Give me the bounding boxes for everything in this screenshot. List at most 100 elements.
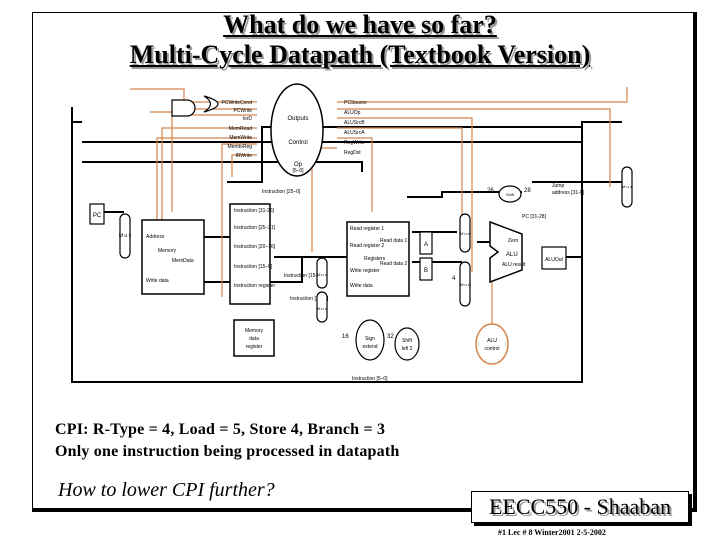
signal-aluop: ALUOp <box>344 110 361 116</box>
alu-shape <box>489 220 523 284</box>
reg-a-box <box>419 231 433 255</box>
ab-registers: A B <box>419 231 433 281</box>
mux-pcsource <box>621 166 633 208</box>
reg-read-register-2: Read register 2 <box>350 243 384 249</box>
sign-extend-block: Sign extend 16 32 <box>342 319 394 361</box>
and-gate <box>171 99 196 117</box>
shift-left-2-line2: left 2 <box>402 346 413 352</box>
field-25-0-top: Instruction [25–0] <box>262 189 301 195</box>
width-28: 28 <box>524 188 531 194</box>
field-20-16: Instruction [20–16] <box>234 244 276 250</box>
or-gate <box>203 95 219 113</box>
mux-alusrca-label: M u x <box>460 231 470 236</box>
datapath-diagram: PCWriteCond PCWrite IorD MemRead MemWrit… <box>62 82 658 398</box>
title-shadow-line1: What do we have so far? <box>225 12 499 41</box>
shift-left-2-block: Shift left 2 <box>394 327 420 361</box>
signal-pcwritecond: PCWriteCond <box>222 100 253 106</box>
mux-pcsource-label: M u x <box>622 184 632 189</box>
memory-memdata-label: MemData <box>172 258 194 264</box>
width-16: 16 <box>342 334 349 340</box>
control-outputs-label: Outputs <box>287 116 308 122</box>
slide-frame <box>32 12 697 512</box>
reg-write-data: Write data <box>350 283 373 289</box>
registers-label: Registers <box>364 256 386 262</box>
mdr-line3: register <box>246 344 263 350</box>
signal-alusrca: ALUSrcA <box>344 130 365 136</box>
mux-alusrcb <box>459 261 471 307</box>
jump-address-label: address [31-0] <box>552 190 585 196</box>
mdr-line1: Memory <box>245 328 264 334</box>
pc-box <box>89 203 105 225</box>
alu-control-line1: ALU <box>487 338 497 344</box>
field-31-26: Instruction [31-26] <box>234 208 275 214</box>
sign-extend-line2: extend <box>362 344 377 350</box>
mux-alusrca <box>459 213 471 253</box>
memory-block: Address Memory MemData Write data <box>141 219 205 295</box>
mux-address: M u x <box>119 213 132 259</box>
alu-muxes: M u x M u x 4 <box>452 213 471 307</box>
question-text: How to lower CPI further? <box>58 479 275 501</box>
cpi-note: CPI: R-Type = 4, Load = 5, Store 4, Bran… <box>55 421 386 438</box>
sign-extend-line1: Sign <box>365 336 375 342</box>
register-file-box <box>346 221 410 297</box>
title-line-2: Multi-Cycle Datapath (Textbook Version) <box>129 40 591 69</box>
aluout-label: ALUOut <box>545 257 563 263</box>
course-badge: EECC550 - Shaaban EECC550 - Shaaban <box>471 491 689 523</box>
left-control-signals: PCWriteCond PCWrite IorD MemRead MemWrit… <box>222 100 253 159</box>
mux-regdst <box>316 257 328 289</box>
title-shadow: What do we have so far? Multi-Cycle Data… <box>2 12 720 72</box>
reg-a-label: A <box>424 242 428 248</box>
alu-zero-label: Zero <box>508 238 519 244</box>
signal-memwrite: MemWrite <box>229 135 252 141</box>
instruction-fields: Instruction [25–0] Instruction [31-26] I… <box>234 189 388 382</box>
alu-control-block: ALU control <box>475 323 509 365</box>
reg-b-label: B <box>424 268 428 274</box>
control-unit-shape <box>270 83 324 177</box>
memory-writedata-label: Write data <box>146 278 169 284</box>
aluout-box <box>541 246 567 270</box>
control-op-bits: [5–0] <box>292 168 304 174</box>
field-15-11: Instruction [15–11] <box>284 273 325 279</box>
shift-left-2-top-label: Shift <box>506 192 515 197</box>
memory-address-label: Address <box>146 234 165 240</box>
control-op-label: Op <box>294 162 303 168</box>
muxes-regfile: M u x M u x <box>316 257 328 323</box>
control-label: Control <box>288 140 307 146</box>
jump-label: Jump <box>552 183 564 189</box>
signal-irwrite: IRWrite <box>236 153 253 159</box>
field-25-21: Instruction [25–21] <box>234 225 276 231</box>
datapath-note: Only one instruction being processed in … <box>55 443 400 460</box>
pc-register: PC <box>89 203 105 225</box>
register-file: Read register 1 Read register 2 Register… <box>346 221 410 297</box>
shift-left-2-line1: Shift <box>402 338 413 344</box>
reg-read-data-1: Read data 1 <box>380 238 407 244</box>
reg-read-data-2: Read data 2 <box>380 261 407 267</box>
pcsource-mux: M u x <box>621 166 633 208</box>
signal-pcsource: PCSource <box>344 100 367 106</box>
reg-read-register-1: Read register 1 <box>350 226 384 232</box>
mux-alusrcb-label: M u x <box>460 282 470 287</box>
alu-label: ALU <box>506 252 518 258</box>
pc-bits-label: PC [31-28] <box>522 214 547 220</box>
mux-memtoreg <box>316 291 328 323</box>
alu-block: Zero ALU ALU result <box>489 220 526 284</box>
field-15-0: Instruction [15–0] <box>234 264 273 270</box>
reg-write-register: Write register <box>350 268 380 274</box>
field-5-0: Instruction [5–0] <box>352 376 388 382</box>
sign-extend-shape <box>355 319 385 361</box>
pc-label: PC <box>93 213 102 219</box>
mdr-line2: data <box>249 336 259 342</box>
instruction-register-label: Instruction register <box>234 283 275 289</box>
control-unit: Outputs Control Op [5–0] <box>270 83 324 177</box>
mux-address-shape <box>119 213 131 259</box>
signal-regdst: RegDst <box>344 150 361 156</box>
mux-address-label: M u x <box>119 233 132 239</box>
width-32: 32 <box>387 334 394 340</box>
jump-shift: Shift 26 28 PC [31-28] Jump address [31-… <box>487 183 585 220</box>
memory-box <box>141 219 205 295</box>
alu-control-shape <box>475 323 509 365</box>
badge-shadow: EECC550 - Shaaban <box>490 496 674 521</box>
mux-memtoreg-label: M u x <box>317 306 327 311</box>
mdr-box <box>233 319 275 357</box>
memory-label: Memory <box>158 248 177 254</box>
